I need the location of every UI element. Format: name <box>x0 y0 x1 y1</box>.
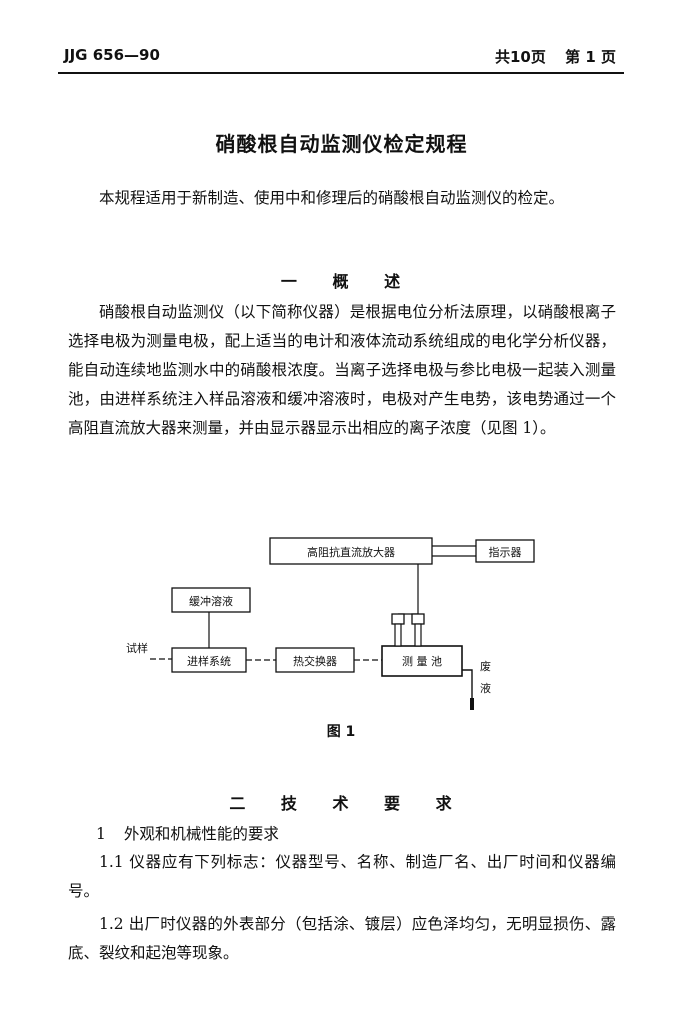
page-info: 共10页 第 1 页 <box>481 46 616 67</box>
electrode-cap-1 <box>391 613 405 625</box>
waste-label-1: 废 <box>480 659 491 673</box>
display-label: 指示器 <box>489 545 522 559</box>
clause-1-1: 1.1 仪器应有下列标志：仪器型号、名称、制造厂名、出厂时间和仪器编号。 <box>68 853 616 900</box>
figure-caption: 图 1 <box>327 724 356 740</box>
exchanger-label: 热交换器 <box>293 654 337 668</box>
sample-label: 试样 <box>126 641 148 655</box>
intro-paragraph: 本规程适用于新制造、使用中和修理后的硝酸根自动监测仪的检定。 <box>99 189 565 207</box>
electrode-ion-selective <box>394 623 402 647</box>
electrode-cap-2 <box>411 613 425 625</box>
electrode-reference <box>414 623 422 647</box>
total-pages: 共10页 <box>495 48 546 66</box>
cell-label: 测 量 池 <box>402 655 442 668</box>
header-rule <box>58 72 624 74</box>
cell-box <box>381 645 463 677</box>
waste-label-2: 液 <box>480 681 491 695</box>
injection-label: 进样系统 <box>187 654 231 668</box>
clause-1-2: 1.2 出厂时仪器的外表部分（包括涂、镀层）应色泽均匀，无明显损伤、露底、裂纹和… <box>68 915 616 962</box>
document-title: 硝酸根自动监测仪检定规程 <box>215 132 468 156</box>
display-box <box>475 539 535 563</box>
waste-outlet <box>470 698 474 710</box>
waste-pipe <box>462 669 473 700</box>
overview-paragraph: 硝酸根自动监测仪（以下简称仪器）是根据电位分析法原理，以硝酸根离子选择电极为测量… <box>68 303 616 437</box>
item-1-number: 1 <box>96 825 106 843</box>
page-header: JJG 656—90 共10页 第 1 页 <box>64 44 616 70</box>
section-heading-requirements: 二 技 术 要 求 <box>229 794 454 813</box>
buffer-box <box>171 587 251 613</box>
amplifier-box <box>269 537 433 565</box>
page-number: 第 1 页 <box>565 48 616 66</box>
section-heading-overview: 一 概 述 <box>280 272 403 291</box>
item-1-title: 外观和机械性能的要求 <box>123 825 279 843</box>
item-1-heading: 1 外观和机械性能的要求 <box>96 822 279 844</box>
system-block-diagram: 高阻抗直流放大器 指示器 缓冲溶液 试样 进样系统 热交换器 测 量 池 废 液… <box>126 537 535 740</box>
amplifier-label: 高阻抗直流放大器 <box>307 545 395 559</box>
standard-code: JJG 656—90 <box>64 46 160 64</box>
buffer-label: 缓冲溶液 <box>189 594 233 608</box>
